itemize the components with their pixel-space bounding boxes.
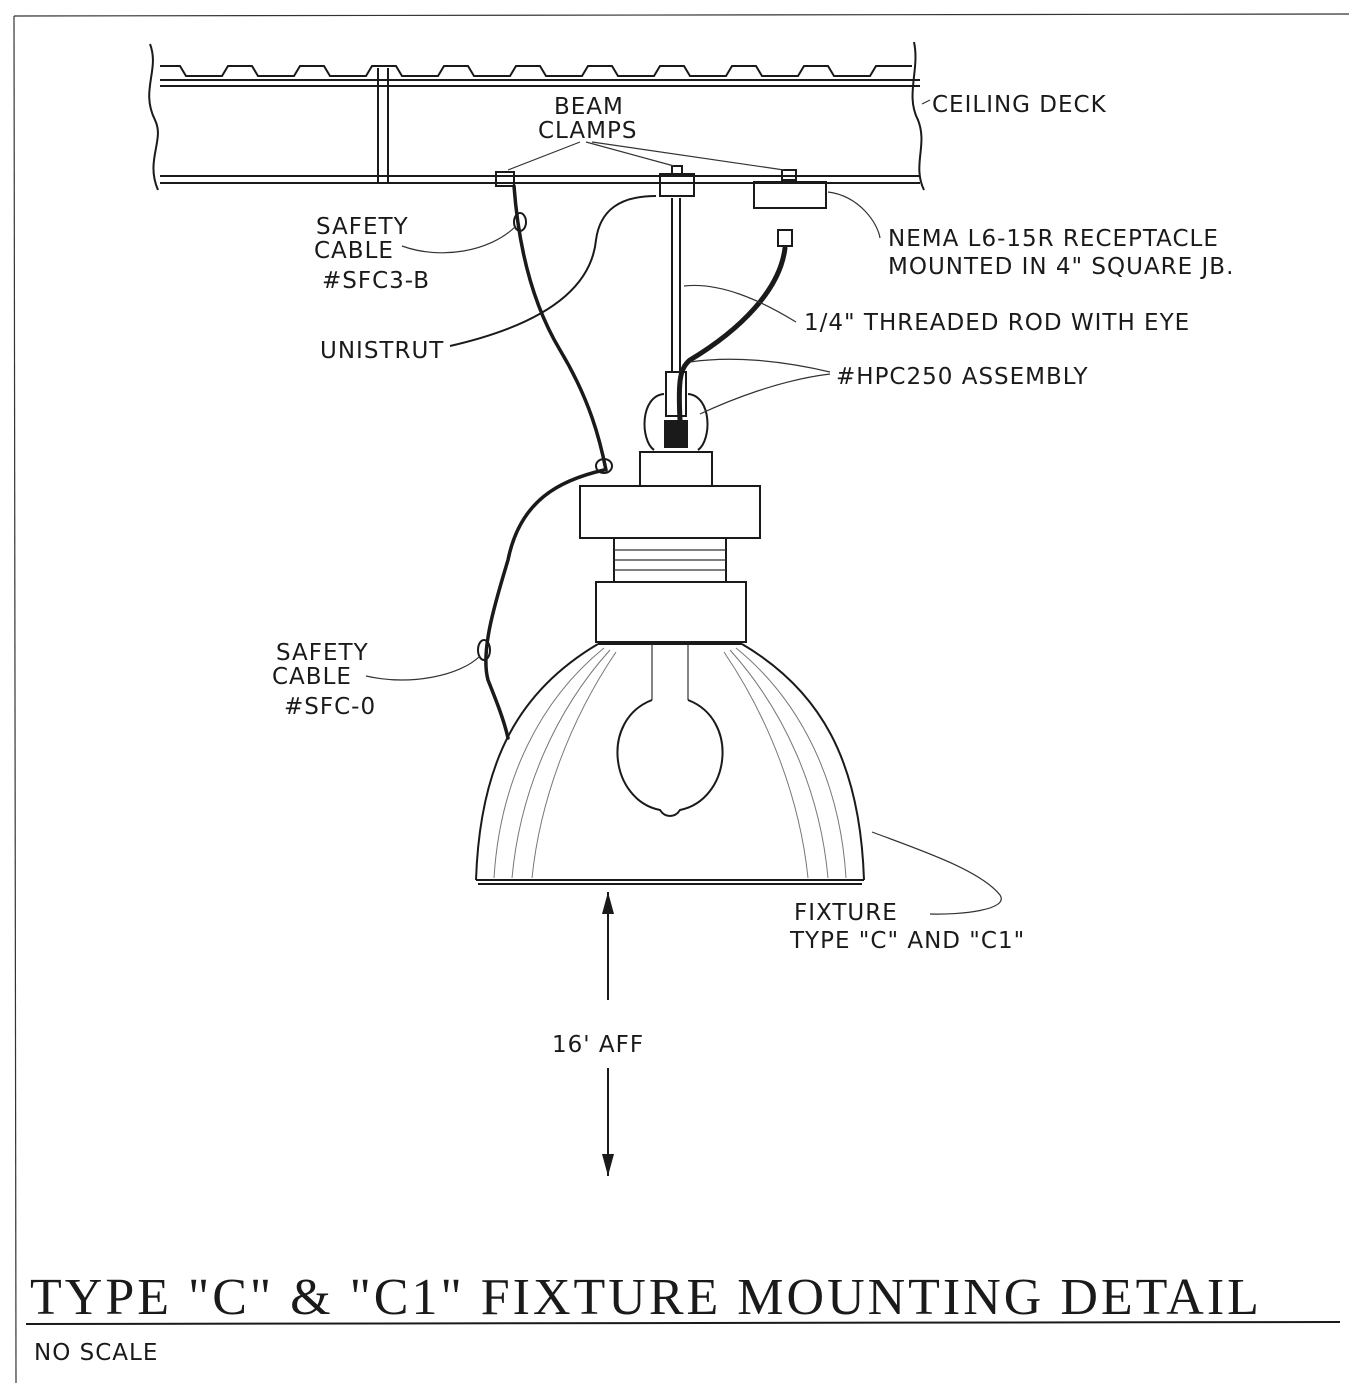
drawing-scale-note: NO SCALE xyxy=(34,1340,158,1366)
receptacle-label-line1: NEMA L6-15R RECEPTACLE xyxy=(888,226,1219,252)
fixture-label-line1: FIXTURE xyxy=(794,900,898,926)
junction-box xyxy=(753,181,827,209)
leader-lines xyxy=(365,99,1002,915)
reflector xyxy=(475,643,865,885)
hpc250-assembly-label: #HPC250 ASSEMBLY xyxy=(836,364,1089,390)
fixture-label-line2: TYPE "C" AND "C1" xyxy=(789,928,1025,954)
drawing-title: TYPE "C" & "C1" FIXTURE MOUNTING DETAIL xyxy=(30,1269,1262,1326)
sheet-border xyxy=(13,13,1349,1383)
ceiling-deck-label: CEILING DECK xyxy=(932,92,1107,118)
lamp-bulb xyxy=(616,644,724,817)
beam-clamps-label-line2: CLAMPS xyxy=(538,118,637,144)
threaded-rod-label: 1/4" THREADED ROD WITH EYE xyxy=(804,310,1190,336)
height-dimension-label: 16' AFF xyxy=(552,1032,644,1058)
beam-clamps-label-line1: BEAM xyxy=(554,94,624,120)
fixture-housing xyxy=(579,451,761,643)
safety-cable-top-label-line1: SAFETY xyxy=(316,214,409,240)
beam-clamps xyxy=(495,165,797,197)
safety-cables xyxy=(477,184,613,740)
cord-and-plug xyxy=(676,229,793,423)
receptacle-label-line2: MOUNTED IN 4" SQUARE JB. xyxy=(888,254,1234,280)
title-underline xyxy=(25,1321,1341,1325)
height-dimension xyxy=(602,892,614,1176)
unistrut-label: UNISTRUT xyxy=(320,338,444,364)
unistrut xyxy=(449,195,657,347)
ceiling-deck xyxy=(148,41,925,191)
threaded-rod xyxy=(671,198,681,372)
safety-cable-bottom-label-line2: CABLE xyxy=(272,664,352,690)
safety-cable-bottom-label-line1: SAFETY xyxy=(276,640,369,666)
safety-cable-top-label-line3: #SFC3-B xyxy=(322,268,430,294)
safety-cable-top-label-line2: CABLE xyxy=(314,238,394,264)
safety-cable-bottom-label-line3: #SFC-0 xyxy=(284,694,376,720)
hpc250-assembly xyxy=(643,371,709,451)
